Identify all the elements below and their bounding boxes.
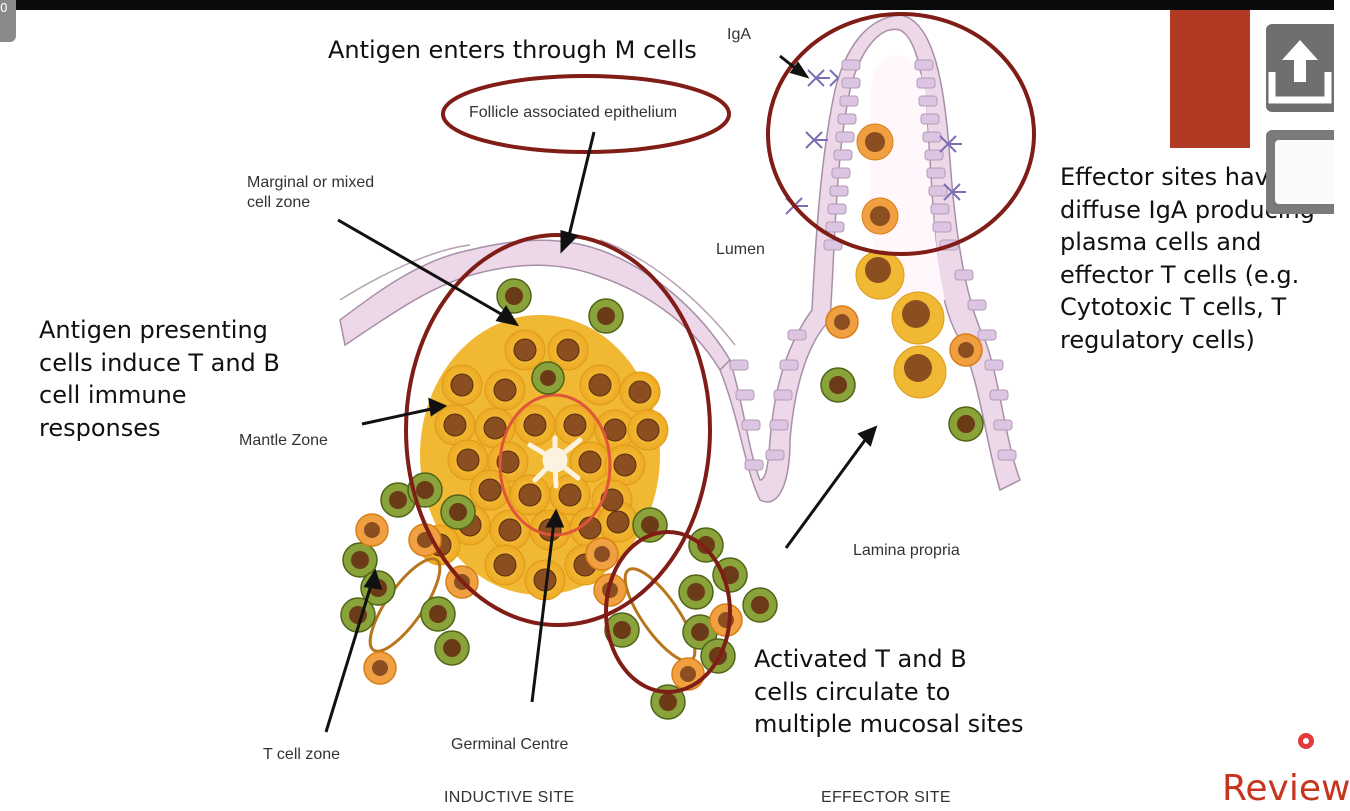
slide-number-badge: 0 — [0, 0, 16, 42]
right-annotation-line: plasma cells and — [1060, 228, 1262, 256]
germinal-centre-label: Germinal Centre — [451, 736, 569, 753]
inductive-site-label: INDUCTIVE SITE — [444, 789, 575, 806]
top-bar — [0, 0, 1334, 10]
bottom-annotation-line: cells circulate to — [754, 677, 951, 706]
iga-label: IgA — [727, 26, 752, 43]
bottom-annotation-line: multiple mucosal sites — [754, 710, 1024, 738]
share-arrow-icon — [1268, 40, 1332, 104]
follicle-nuclei — [428, 338, 660, 592]
right-annotation-line: Effector sites have — [1060, 163, 1284, 191]
t-cell-zone-label: T cell zone — [263, 746, 341, 763]
left-annotation-line: responses — [39, 413, 161, 442]
germinal-centre-ring — [498, 393, 612, 537]
secondary-nav-button[interactable] — [1266, 130, 1334, 214]
bottom-annotation: Activated T and B cells circulate to mul… — [754, 643, 1023, 741]
lumen-label: Lumen — [716, 241, 765, 258]
record-indicator-icon — [1298, 733, 1314, 749]
bottom-annotation-line: Activated T and B — [754, 645, 967, 673]
lamina-propria-label: Lamina propria — [853, 542, 960, 559]
fae-label: Follicle associated epithelium — [469, 104, 678, 121]
review-link[interactable]: Review — [1222, 768, 1350, 809]
marginal-zone-label-2: cell zone — [247, 194, 311, 211]
pointer-arrows — [324, 54, 878, 733]
left-annotation-line: cell immune — [39, 381, 187, 409]
slide-number: 0 — [0, 1, 8, 15]
plasma-cells — [855, 123, 947, 399]
marginal-zone-label-1: Marginal or mixed — [247, 174, 375, 191]
secondary-nav-panel — [1275, 140, 1334, 204]
share-button[interactable] — [1266, 24, 1334, 112]
mantle-zone-label: Mantle Zone — [239, 432, 328, 449]
red-accent-block — [1170, 10, 1250, 148]
left-annotation-line: cells induce T and B — [39, 348, 280, 377]
left-annotation-line: Antigen presenting — [39, 316, 268, 344]
right-annotation-line: regulatory cells) — [1060, 325, 1255, 354]
dendritic-cell — [527, 435, 583, 489]
title-annotation: Antigen enters through M cells — [328, 36, 697, 64]
effector-site-label: EFFECTOR SITE — [821, 789, 951, 806]
right-annotation-line: effector T cells (e.g. — [1060, 260, 1300, 289]
villus-cells — [729, 59, 1017, 471]
left-annotation: Antigen presenting cells induce T and B … — [39, 314, 280, 444]
right-annotation-line: Cytotoxic T cells, T — [1060, 293, 1287, 321]
orange-cells — [355, 305, 983, 691]
annotation-ellipses — [404, 12, 1036, 694]
